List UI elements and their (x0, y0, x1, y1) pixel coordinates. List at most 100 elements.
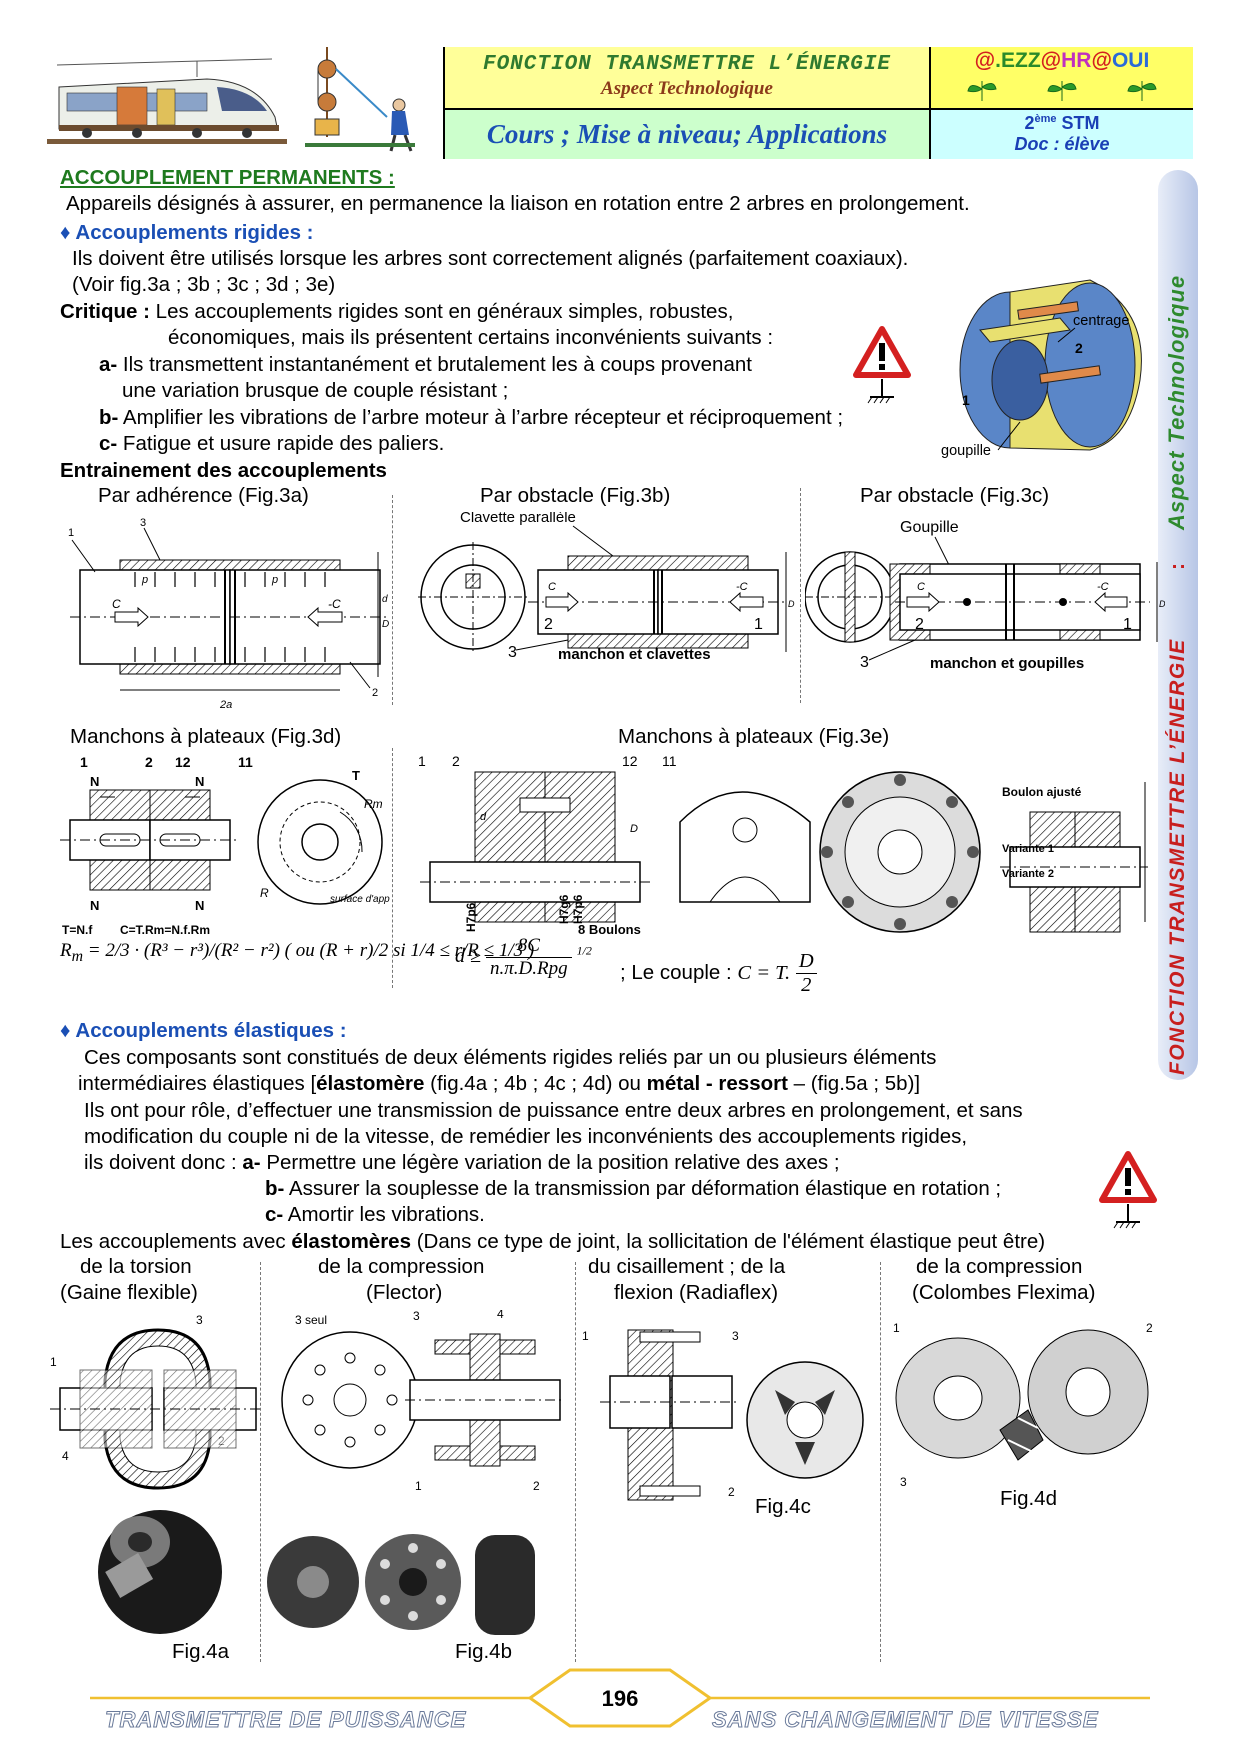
header-illustration (47, 47, 445, 159)
col3-line2: flexion (Radiaflex) (614, 1281, 779, 1304)
svg-text:8 Boulons: 8 Boulons (578, 922, 641, 937)
svg-text:C: C (917, 581, 925, 593)
fig4b-drawing: 3 seul 3 4 1 2 (267, 1310, 563, 1635)
fig4b-caption: Fig.4b (455, 1640, 512, 1663)
svg-text:d: d (382, 594, 388, 605)
svg-text:3: 3 (196, 1313, 203, 1327)
fig3c-drawing: Goupille C -C 2 1 3 manchon et goupilles… (805, 519, 1165, 672)
elastic-line-1: Ces composants sont constitués de deux é… (84, 1046, 937, 1069)
divider (880, 1262, 881, 1662)
critique-line-2: économiques, mais ils présentent certain… (168, 326, 774, 349)
svg-text:2: 2 (533, 1479, 540, 1493)
divider (392, 748, 393, 988)
svg-text:2: 2 (728, 1485, 735, 1499)
svg-text:2: 2 (915, 616, 924, 633)
svg-text:N: N (195, 774, 204, 789)
side-banner-text: FONCTION TRANSMETTRE L’ÉNERGIE : Aspect … (1164, 275, 1189, 1075)
drawback-a-line-2: une variation brusque de couple résistan… (122, 379, 509, 402)
col2-line1: de la compression (318, 1255, 485, 1278)
critique-line-1: Critique : Les accouplements rigides son… (60, 300, 734, 323)
svg-text:3: 3 (140, 517, 146, 529)
svg-text:3: 3 (900, 1475, 907, 1489)
svg-text:D: D (630, 823, 638, 835)
svg-text:1: 1 (80, 754, 88, 770)
header-course-cell: Cours ; Mise à niveau; Applications (445, 110, 931, 159)
svg-text:12: 12 (622, 753, 638, 769)
svg-text:1: 1 (415, 1479, 422, 1493)
fig4d-drawing: 1 2 3 (893, 1321, 1153, 1489)
fig4d-caption: Fig.4d (1000, 1487, 1057, 1510)
diamond-bullet-icon: ♦ (60, 1019, 71, 1042)
svg-text:H7g6: H7g6 (557, 894, 571, 924)
rigid-title: ♦ Accouplements rigides : (60, 221, 314, 244)
header-class-cell: 2ème STM Doc : élève (931, 110, 1193, 159)
rigid-coupling-3d-illustration: 2 1 centrage goupille (941, 279, 1142, 459)
divider (800, 488, 801, 703)
svg-text:1: 1 (418, 753, 426, 769)
footer: 196 TRANSMETTRE DE PUISSANCE SANS CHANGE… (90, 1668, 1150, 1733)
svg-text:D: D (788, 599, 795, 609)
svg-text:11: 11 (662, 753, 677, 769)
svg-text:p: p (141, 574, 148, 586)
col3-line1: du cisaillement ; de la (588, 1255, 786, 1278)
page-number: 196 (602, 1686, 639, 1711)
col4-line1: de la compression (916, 1255, 1083, 1278)
svg-text:3: 3 (508, 644, 517, 661)
fig4a-caption: Fig.4a (172, 1640, 229, 1663)
rigid-line-1: Ils doivent être utilisés lorsque les ar… (72, 247, 909, 270)
svg-text:surface d'appui: surface d'appui (330, 894, 390, 905)
centrage-label: centrage (1073, 313, 1129, 329)
side-banner (1158, 170, 1198, 1080)
svg-text:Variante 1: Variante 1 (1002, 843, 1054, 855)
drawback-a-line-1: a- Ils transmettent instantanément et br… (99, 353, 752, 376)
side-colon: : (1166, 563, 1189, 570)
entrainement-title: Entrainement des accouplements (60, 459, 387, 482)
fig3a-drawing: C -C p p 3 1 2 2a D d (68, 517, 390, 711)
svg-text:C=T.Rm=N.f.Rm: C=T.Rm=N.f.Rm (120, 923, 210, 937)
divider (260, 1262, 261, 1662)
goupille-label: goupille (941, 443, 991, 459)
side-fonction-label: FONCTION TRANSMETTRE L’ÉNERGIE (1166, 638, 1189, 1075)
warning-sign-icon (853, 326, 911, 404)
svg-text:2: 2 (145, 754, 153, 770)
author-logo: @.EZZ@HR@OUI (974, 49, 1150, 72)
divider (575, 1262, 576, 1662)
elastic-line-5: ils doivent donc : a- Permettre une légè… (84, 1151, 840, 1174)
fig3d-caption: Manchons à plateaux (Fig.3d) (70, 725, 342, 748)
svg-text:d: d (480, 811, 487, 823)
svg-text:3: 3 (860, 654, 869, 671)
svg-text:1: 1 (582, 1329, 589, 1343)
fig3b-drawing: Clavette parallèle C -C 2 1 3 manchon et… (418, 512, 795, 663)
svg-text:3 seul: 3 seul (295, 1313, 327, 1327)
svg-text:2: 2 (372, 687, 378, 699)
svg-text:H7p6: H7p6 (464, 902, 478, 932)
col4-line2: (Colombes Flexima) (912, 1281, 1096, 1304)
rigid-line-2: (Voir fig.3a ; 3b ; 3c ; 3d ; 3e) (72, 273, 336, 296)
fig3c-caption: Par obstacle (Fig.3c) (860, 484, 1050, 507)
svg-text:N: N (90, 774, 99, 789)
svg-text:2: 2 (1146, 1321, 1153, 1335)
header-title-cell: FONCTION TRANSMETTRE L’ÉNERGIE Aspect Te… (445, 47, 931, 110)
svg-text:1: 1 (893, 1321, 900, 1335)
fig4a-drawing: 3 1 2 4 (50, 1313, 260, 1634)
drawback-c: c- Fatigue et usure rapide des paliers. (99, 432, 445, 455)
diamond-bullet-icon: ♦ (60, 221, 71, 244)
header-logo-cell: @.EZZ@HR@OUI (931, 47, 1193, 110)
svg-text:Clavette parallèle: Clavette parallèle (460, 512, 576, 526)
svg-text:N: N (195, 898, 204, 913)
elastic-role-b: b- Assurer la souplesse de la transmissi… (265, 1177, 1002, 1200)
svg-text:Goupille: Goupille (900, 519, 959, 536)
svg-text:2: 2 (544, 616, 553, 633)
svg-text:N: N (90, 898, 99, 913)
fig3e-drawing: 1 2 12 11 H7p6 H7g6 H7p6 d D 8 Boulons B… (418, 753, 1148, 937)
svg-text:2: 2 (452, 753, 460, 769)
side-aspect-label: Aspect Technologique (1164, 275, 1189, 531)
svg-text:Variante 2: Variante 2 (1002, 868, 1054, 880)
section-intro: Appareils désignés à assurer, en permane… (66, 192, 970, 215)
svg-text:T=N.f: T=N.f (62, 923, 93, 937)
svg-text:1: 1 (754, 616, 763, 633)
formula-rm: Rm = 2/3 · (R³ − r³)/(R² − r²) ( ou (R +… (60, 940, 535, 965)
elastic-line-6: Les accouplements avec élastomères (Dans… (60, 1230, 1046, 1253)
svg-text:1: 1 (1123, 616, 1132, 633)
svg-text:C: C (112, 597, 121, 611)
